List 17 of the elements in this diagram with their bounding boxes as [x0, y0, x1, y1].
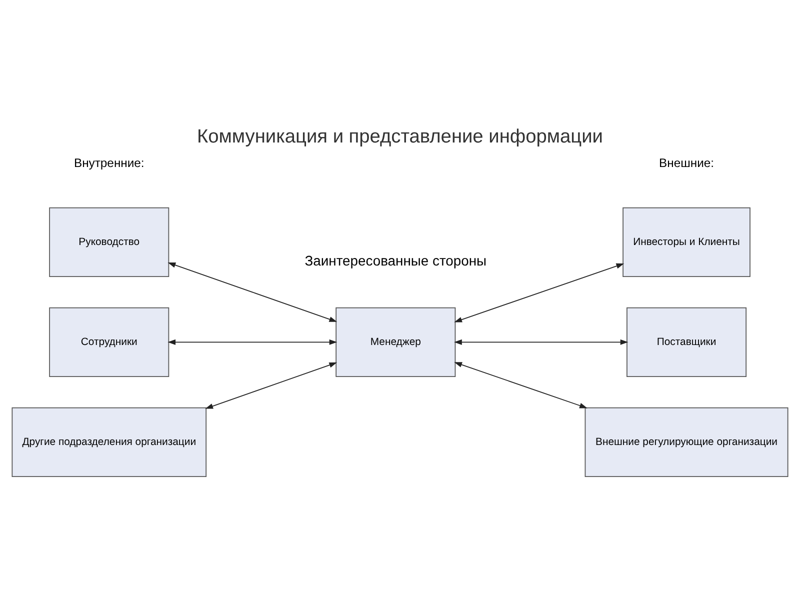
arrow	[454, 339, 628, 345]
node-box: Менеджер	[336, 307, 456, 377]
label: Внутренние:	[74, 156, 144, 170]
node-box: Внешние регулирующие организации	[584, 407, 788, 477]
node-box: Сотрудники	[49, 307, 170, 377]
diagram-title: Коммуникация и представление информации	[196, 126, 604, 148]
label: Внешние:	[659, 156, 714, 170]
node-box: Другие подразделения организации	[12, 407, 207, 477]
label: Заинтересованные стороны	[304, 252, 487, 268]
arrow	[454, 362, 588, 408]
arrow	[168, 339, 338, 345]
arrow	[168, 262, 338, 322]
node-box: Руководство	[49, 207, 170, 277]
arrow	[454, 263, 624, 322]
arrow	[205, 362, 338, 409]
node-box: Инвесторы и Клиенты	[622, 207, 750, 277]
node-box: Поставщики	[626, 307, 747, 377]
